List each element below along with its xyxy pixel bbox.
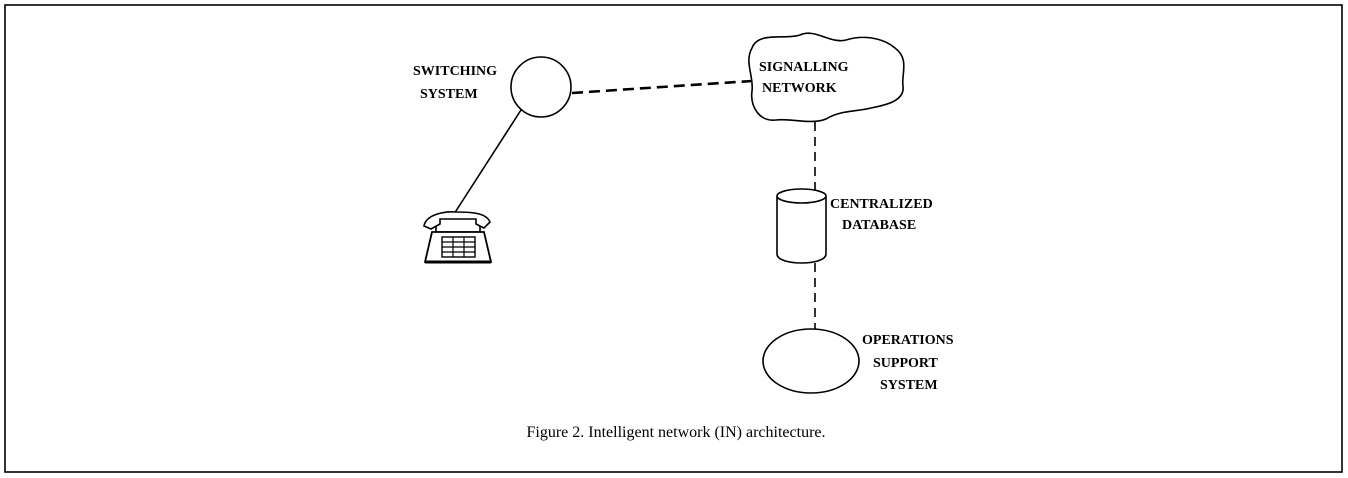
telephone-icon (423, 211, 493, 264)
signalling-network-cloud (748, 32, 905, 123)
signalling-network-label-line2: NETWORK (762, 81, 837, 96)
operations-support-system-label-line1: OPERATIONS (862, 333, 954, 348)
signalling-network-label-line1: SIGNALLING (759, 60, 849, 75)
figure-frame (4, 4, 1343, 473)
centralized-database-label-line1: CENTRALIZED (830, 197, 933, 212)
centralized-database-label-line2: DATABASE (842, 218, 916, 233)
operations-support-system-label-line2: SUPPORT (873, 356, 939, 371)
switching-system-label-line1: SWITCHING (413, 64, 497, 79)
operations-support-system-label-line3: SYSTEM (880, 378, 938, 393)
figure-caption: Figure 2. Intelligent network (IN) archi… (527, 424, 826, 441)
switching-system-node (510, 56, 572, 118)
link-switching-to-signalling (571, 79, 753, 95)
centralized-database-cylinder (776, 188, 827, 264)
switching-system-label-line2: SYSTEM (420, 87, 478, 102)
link-switching-to-telephone (453, 109, 522, 215)
operations-support-system-node (762, 328, 860, 394)
